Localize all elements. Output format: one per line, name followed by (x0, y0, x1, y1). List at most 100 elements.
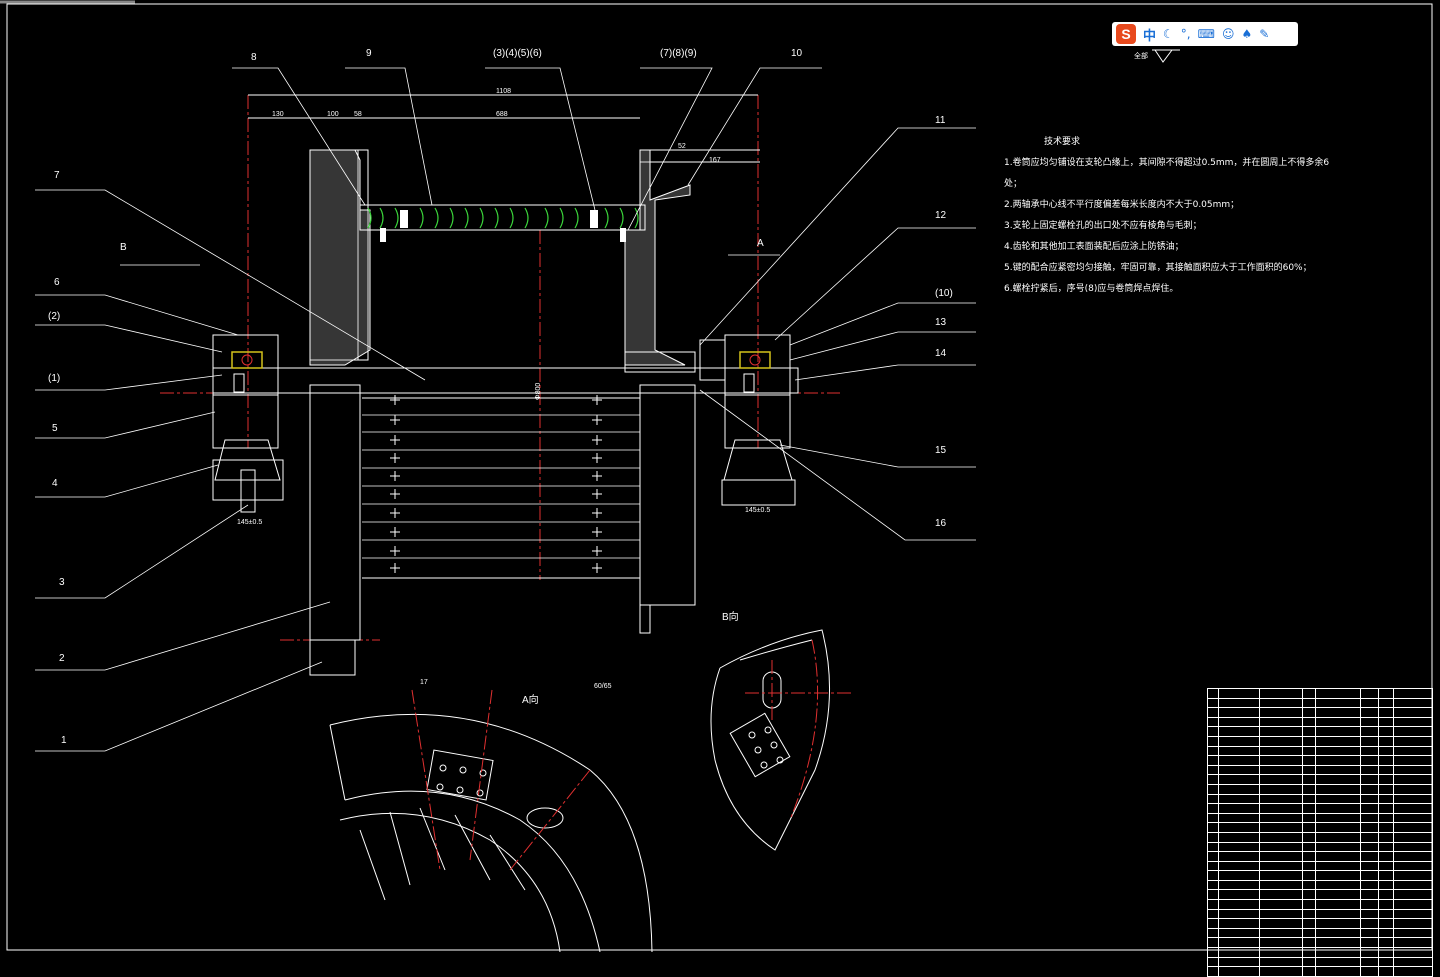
callout-p2: (2) (48, 311, 60, 322)
bom-row (1207, 860, 1434, 872)
bom-row (1207, 956, 1434, 968)
keyboard-icon[interactable]: ⌨ (1197, 27, 1215, 41)
callout-15: 15 (935, 445, 947, 456)
drawing-frame (6, 3, 1433, 951)
tech-req-item-6: 6.螺栓拧紧后，序号(8)应与卷筒焊点焊住。 (1004, 284, 1179, 294)
bom-row (1207, 918, 1434, 929)
callout-7-9: (7)(8)(9) (660, 48, 697, 59)
callout-2: 2 (59, 653, 65, 664)
svg-text:58: 58 (354, 111, 362, 118)
bolts (380, 210, 626, 242)
callout-8: 8 (251, 52, 257, 63)
bom-row (1207, 937, 1434, 949)
bom-row (1207, 697, 1434, 709)
callout-4: 4 (52, 478, 58, 489)
bom-row (1207, 966, 1434, 977)
section-a-centerlines (411, 689, 591, 871)
bom-row (1207, 879, 1434, 891)
user-icon[interactable]: ☺ (1221, 27, 1235, 41)
callout-12: 12 (935, 210, 947, 221)
svg-text:167: 167 (709, 157, 721, 164)
callout-p10: (10) (935, 288, 953, 299)
tech-req-item-5: 5.键的配合应紧密均匀接触，牢固可靠，其接触面积应大于工作面积的60%； (1004, 263, 1312, 273)
bom-row (1207, 870, 1434, 881)
section-b-centerlines (745, 639, 852, 821)
bom-row (1207, 726, 1434, 737)
tech-req-item-2: 2.两轴承中心线不平行度偏差每米长度内不大于0.05mm； (1004, 200, 1240, 210)
callout-10: 10 (791, 48, 803, 59)
bom-row (1207, 745, 1434, 757)
svg-text:145±0.5: 145±0.5 (237, 519, 262, 526)
view-b-title: B向 (722, 610, 739, 623)
bom-row (1207, 735, 1434, 747)
tech-req-item-1: 1.卷筒应均匀铺设在支轮凸缘上，其间隙不得超过0.5mm，并在圆周上不得多余6处… (1004, 158, 1330, 189)
callout-5: 5 (52, 423, 58, 434)
bom-row (1207, 688, 1434, 699)
bom-row (1207, 707, 1434, 718)
callout-labels: 8 9 (3)(4)(5)(6) (7)(8)(9) 10 11 12 (10)… (48, 48, 953, 746)
callout-1: 1 (61, 735, 67, 746)
bom-row (1207, 764, 1434, 776)
sogou-logo-icon[interactable]: S (1116, 24, 1136, 44)
bom-row (1207, 908, 1434, 920)
svg-text:688: 688 (496, 111, 508, 118)
bom-row (1207, 774, 1434, 785)
technical-requirements: 技术要求 1.卷筒应均匀铺设在支轮凸缘上，其间隙不得超过0.5mm，并在圆周上不… (1004, 132, 1334, 300)
view-b-arrow: B (120, 242, 127, 253)
callout-7: 7 (54, 170, 60, 181)
tech-req-item-4: 4.齿轮和其他加工表面装配后应涂上防锈油； (1004, 242, 1184, 252)
callout-3: 3 (59, 577, 65, 588)
view-a-title: A向 (522, 693, 539, 706)
svg-text:Φ800: Φ800 (535, 383, 542, 400)
callout-13: 13 (935, 317, 947, 328)
ime-toolbar[interactable]: S 中 ☾ °, ⌨ ☺ ♠ ✎ (1112, 22, 1298, 46)
bearing-details (231, 351, 771, 393)
bom-row (1207, 793, 1434, 805)
callout-9: 9 (366, 48, 372, 59)
bom-row (1207, 831, 1434, 843)
callout-14: 14 (935, 348, 947, 359)
rope-grooves (362, 414, 640, 559)
bom-row (1207, 899, 1434, 910)
cad-drawing-canvas[interactable]: 8 9 (3)(4)(5)(6) (7)(8)(9) 10 11 12 (10)… (0, 0, 1440, 952)
bom-row (1207, 822, 1434, 833)
callout-16: 16 (935, 518, 947, 529)
callout-p1: (1) (48, 373, 60, 384)
section-view-a (329, 713, 653, 952)
surface-roughness-symbol (1152, 49, 1180, 63)
tech-req-item-3: 3.支轮上固定螺栓孔的出口处不应有棱角与毛刺； (1004, 221, 1202, 231)
drum-surface-hatch (367, 207, 639, 229)
bom-row (1207, 803, 1434, 814)
drum-assembly (212, 94, 799, 676)
svg-text:1108: 1108 (496, 88, 511, 95)
bom-row (1207, 851, 1434, 862)
svg-text:60/65: 60/65 (594, 683, 612, 690)
bom-row (1207, 755, 1434, 766)
bolt-crosses (390, 395, 602, 573)
svg-text:130: 130 (272, 111, 284, 118)
section-view-b (710, 629, 830, 851)
callout-6: 6 (54, 277, 60, 288)
bom-row (1207, 812, 1434, 824)
bom-row (1207, 841, 1434, 853)
svg-text:全部: 全部 (1134, 51, 1148, 60)
bom-row (1207, 783, 1434, 795)
tech-req-title: 技术要求 (1044, 137, 1081, 147)
callout-11: 11 (935, 115, 946, 126)
ime-mode-toggle[interactable]: 中 (1143, 28, 1157, 44)
leader-lines (35, 67, 976, 752)
parts-list-table (1207, 688, 1434, 977)
bom-row (1207, 716, 1434, 728)
svg-text:145±0.5: 145±0.5 (745, 507, 770, 514)
svg-text:52: 52 (678, 143, 686, 150)
punctuation-icon[interactable]: °, (1180, 27, 1191, 41)
shirt-icon[interactable]: ♠ (1241, 27, 1253, 41)
bom-row (1207, 889, 1434, 901)
svg-text:17: 17 (420, 679, 428, 686)
svg-text:100: 100 (327, 111, 339, 118)
view-a-arrow: A (757, 238, 764, 249)
wrench-icon[interactable]: ✎ (1259, 27, 1270, 41)
callout-3-6: (3)(4)(5)(6) (493, 48, 542, 59)
bom-row (1207, 947, 1434, 958)
moon-icon[interactable]: ☾ (1163, 27, 1174, 41)
